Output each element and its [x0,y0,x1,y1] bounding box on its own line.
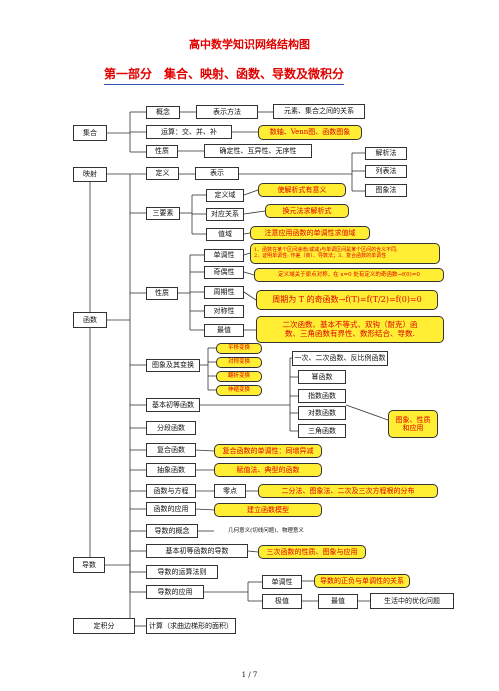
node-duichen-bianhuan: 对称变换 [216,357,262,368]
node-jichu-daoshu: 基本初等函数的导数 [146,544,248,558]
node-xingzhi-jihe: 性质 [146,145,178,158]
page-title: 高中数学知识网络结构图 [189,38,310,51]
node-yingyong: 函数的应用 [146,502,196,516]
node-daoshu-gainian: 导数的概念 [146,524,198,538]
node-yuansu-guanxi: 元素、集合之间的关系 [273,104,365,119]
node-yunsuan: 运算：交、并、补 [146,125,232,139]
connector-line [195,508,215,511]
node-yierci: 一次、二次函数、反比例函数 [292,351,388,366]
tip-lingdian: 二分法、图象法、二次及三次方程根的分布 [258,484,438,498]
node-chouxiang: 抽象函数 [146,463,196,477]
node-fenduan: 分段函数 [146,421,196,435]
node-zuizhi2: 最值 [318,594,358,609]
page-number: 1 / 7 [241,671,258,679]
node-yingshe: 映射 [73,167,107,182]
node-shensuo: 伸缩变换 [216,385,262,396]
tip-zuizhi-line-1: 二次函数、基本不等式、双钩（耐克）函 [282,319,418,329]
node-sanjiao: 三角函数 [298,424,346,438]
node-fangcheng: 函数与方程 [146,484,196,498]
tip-zhiyu: 注意应用函数的单调性求值域 [250,226,370,240]
connector-line [243,271,255,276]
connector-line [243,189,259,196]
tip-sanci: 三次函数的性质、图象与应用 [258,545,366,559]
node-dandiao: 单调性 [204,249,244,262]
node-gainian: 概念 [146,106,180,119]
node-mihanshu: 幂函数 [298,370,346,384]
tip-dandiao-line-2: 2、证明单调性: 作差（商）、导数法；3、复合函数的单调性 [254,252,387,259]
connector-line [195,449,215,452]
tip-dandiao2: 导数的正负与单调性的关系 [314,574,410,588]
node-jiou: 奇偶性 [204,266,244,279]
tip-jiou: 定义域关于原点对称，在 x=0 处有定义的奇函数→f(0)=0 [254,268,444,282]
tip-zhouqi: 周期为 T 的奇函数→f(T)=f(T/2)=f(0)=0 [256,290,438,310]
connector-line [243,252,251,256]
node-zuizhi: 最值 [204,324,244,337]
node-jihe-yiyi: 几何意义(切线问题)、物理意义 [214,524,318,538]
connector-line [243,232,251,235]
node-daoshu: 导数 [73,557,105,573]
tip-zuizhi: 二次函数、基本不等式、双钩（耐克）函 数、三角函数有界性、数形结合、导数. [256,316,444,343]
node-biaoshi: 表示 [195,167,239,180]
connector-line [247,550,259,553]
node-shuzhou: 数轴、Venn图、函数图象 [258,125,362,140]
node-fanzhe: 翻折变换 [216,371,262,382]
node-dingjifen: 定积分 [73,618,135,634]
section-heading: 第一部分 集合、映射、函数、导数及微积分 [104,65,345,85]
node-jisuan: 计算（求曲边梯形的面积） [146,618,236,634]
node-liebiaofa: 列表法 [365,165,407,178]
node-jihe: 集合 [73,125,107,141]
tip-dandiao-line-1: 1、函数在某个区间递增(或减)与单调区间是某个区间的含义不同; [254,246,398,253]
connector-line [345,404,389,421]
node-dingyi: 定义 [146,167,179,180]
node-daoshu-yingyong: 导数的应用 [146,585,204,599]
tip-dandiao: 1、函数在某个区间递增(或减)与单调区间是某个区间的含义不同; 2、证明单调性:… [250,243,440,264]
node-xingzhi-hanshu: 性质 [146,287,178,300]
node-zhouqi: 周期性 [204,286,244,299]
tip-chouxiang: 赋值法、典型的函数 [214,463,322,477]
connector-line [243,291,257,301]
node-duiying: 对应关系 [206,208,244,221]
node-queding: 确定性、互异性、无序性 [204,144,312,158]
node-jichu-chudeng: 基本初等函数 [146,398,200,412]
node-duishu: 对数函数 [298,406,346,420]
tip-dingyiyu: 使解析式有意义 [258,183,346,197]
node-tuxiang-xingzhi: 图象、性质和应用 [388,410,438,438]
node-lingdian: 零点 [214,484,246,498]
tip-zuizhi-line-2: 数、三角函数有界性、数形结合、导数. [285,328,415,338]
node-biaoshi-fangfa: 表示方法 [196,105,258,119]
tip-fuhe: 复合函数的单调性：同增异减 [214,444,322,458]
node-jiexifa: 解析法 [365,147,407,160]
node-fuhe: 复合函数 [146,443,196,457]
node-pingyi: 平移变换 [216,343,262,354]
tip-yingyong: 建立函数模型 [214,503,322,517]
tip-huanyuan: 换元法求解析式 [265,204,349,218]
node-dandiao2: 单调性 [262,575,302,589]
connector-line [243,210,266,215]
node-zhiyu: 值域 [206,228,244,241]
node-tuxiangfa: 图象法 [365,184,407,197]
node-dingyiyu: 定义域 [206,189,244,202]
node-hanshu: 函数 [73,312,107,328]
node-yunsuan-faze: 导数的运算法则 [146,565,218,579]
node-jizhi: 极值 [262,594,302,609]
node-tuxiang-bianhuan: 图象及其变换 [146,359,200,372]
node-youhua: 生活中的优化问题 [370,593,454,609]
node-zhishu: 指数函数 [298,389,346,403]
node-sanyaosu: 三要素 [146,207,180,220]
node-duichen: 对称性 [204,305,244,318]
